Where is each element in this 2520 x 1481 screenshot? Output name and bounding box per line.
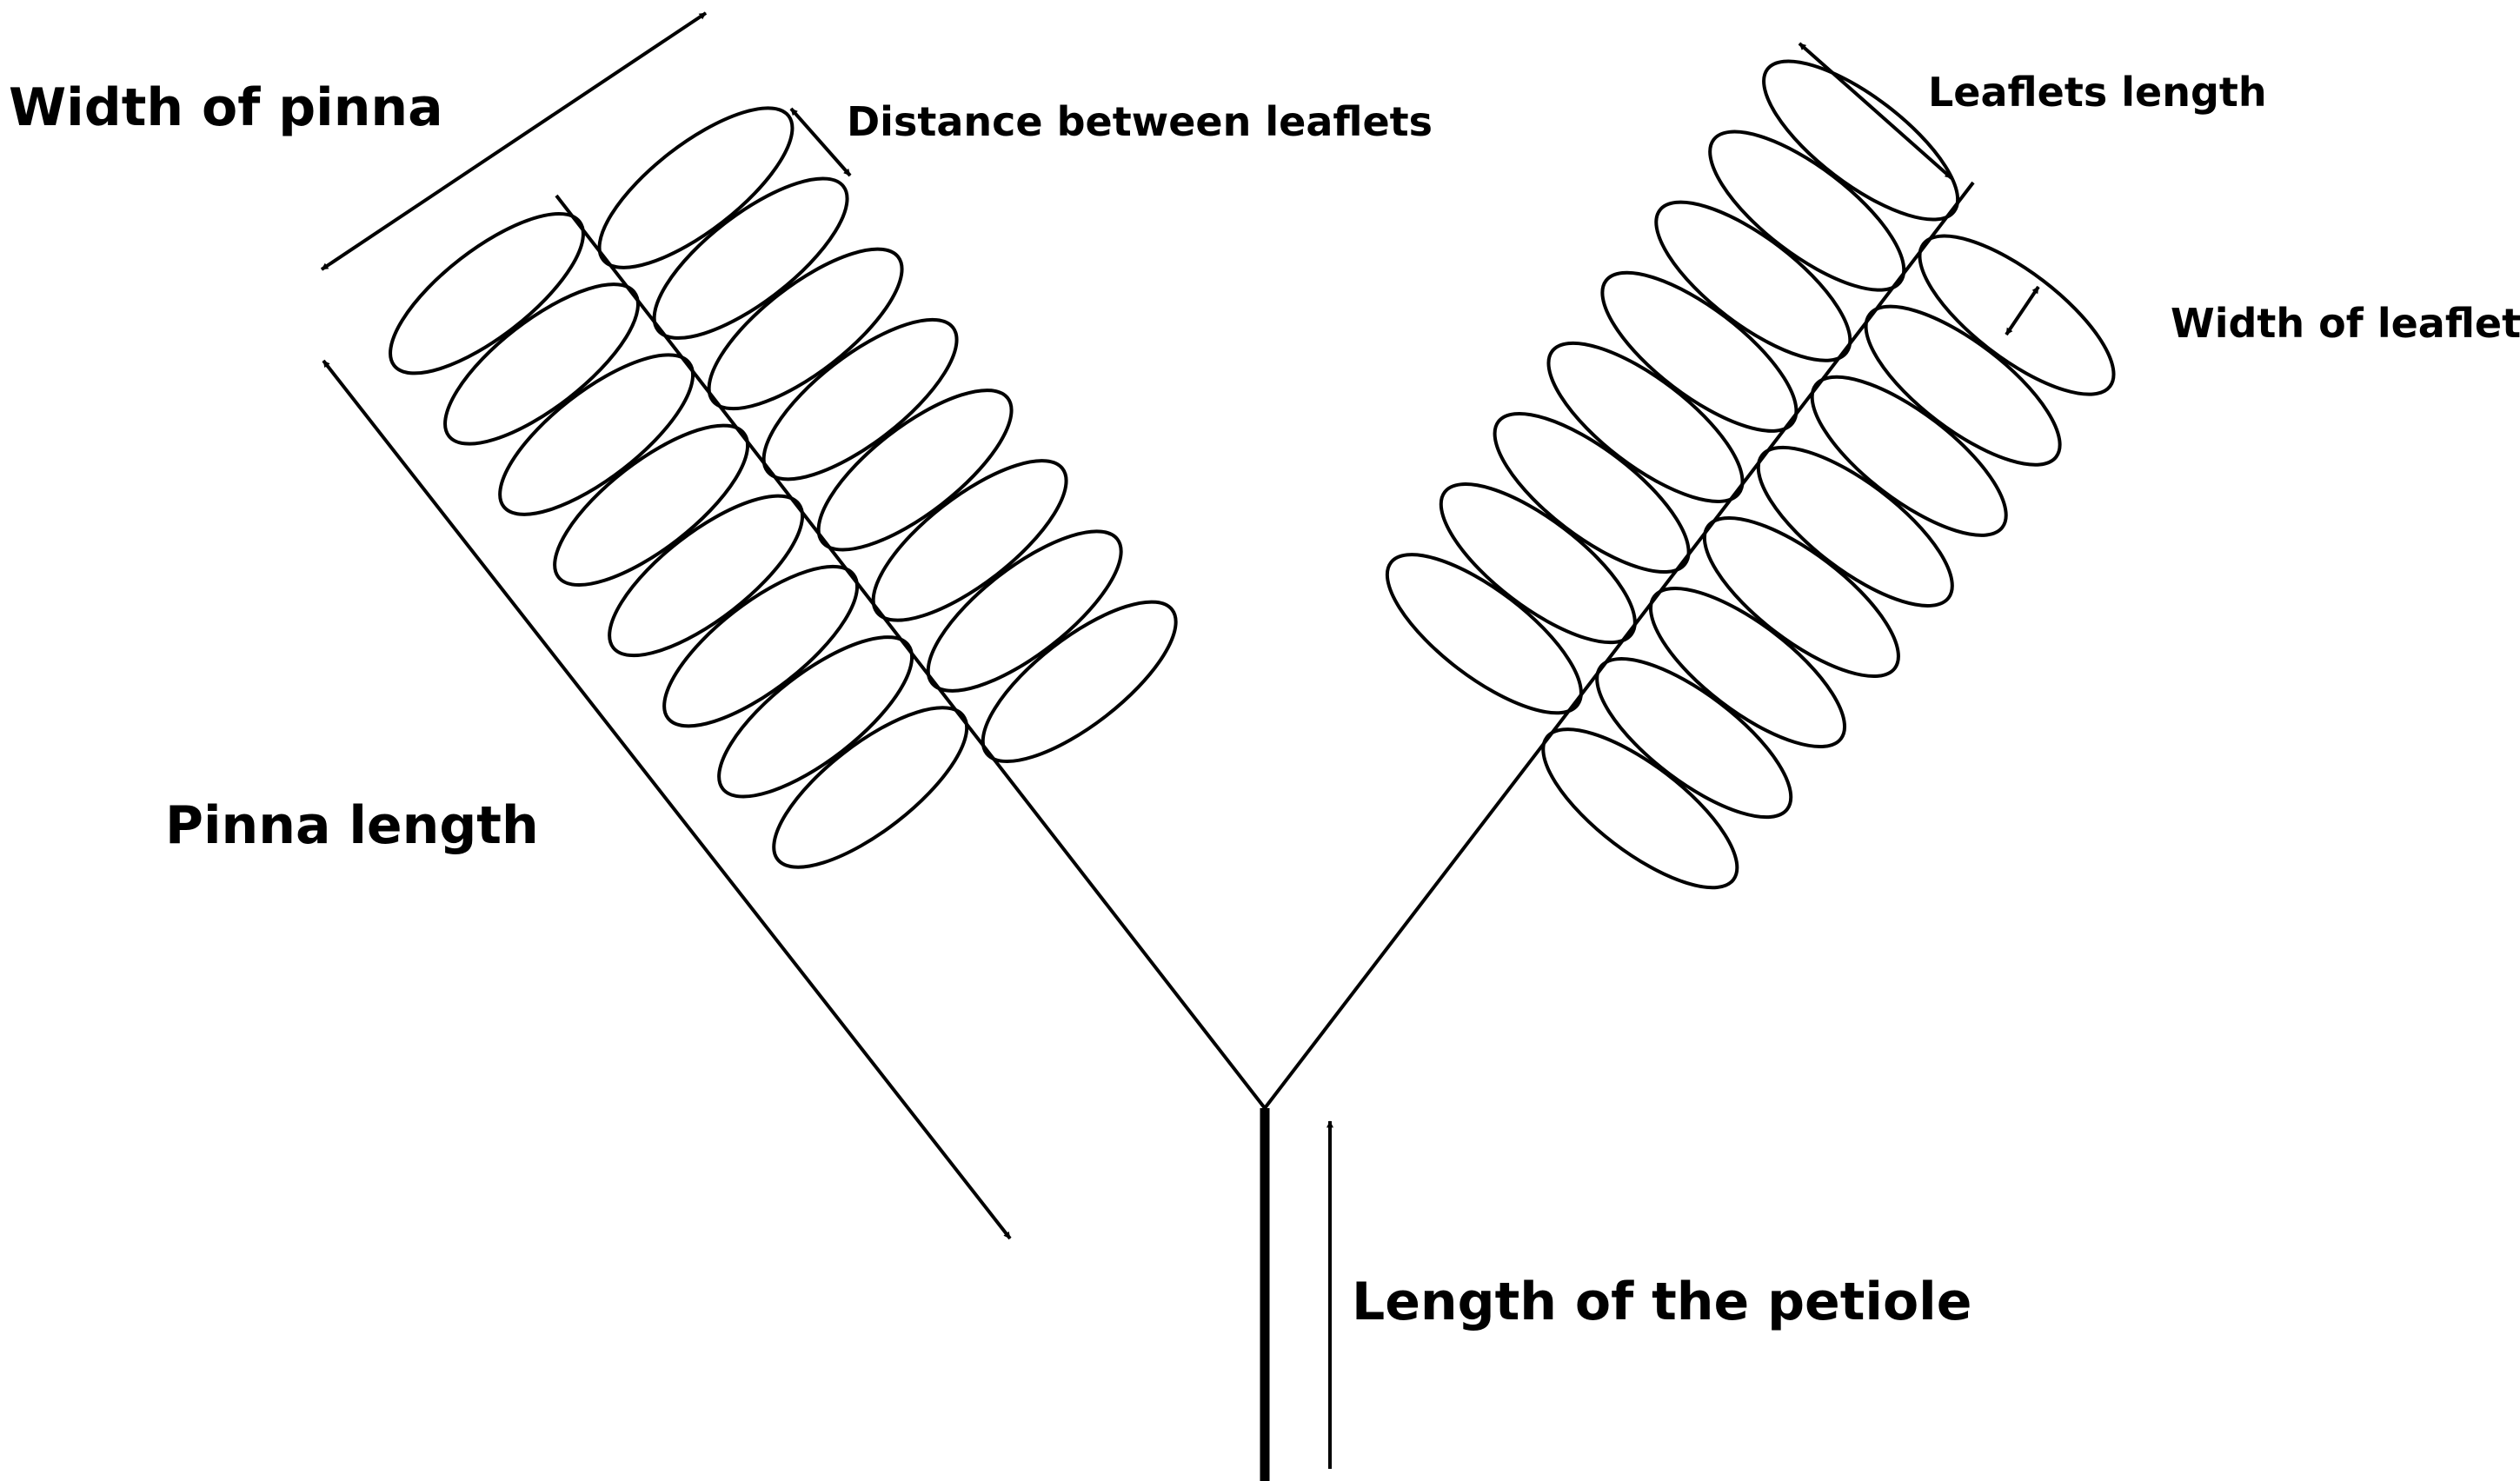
length-of-petiole-label: Length of the petiole (1352, 1272, 1972, 1332)
pinna-length-label: Pinna length (165, 795, 539, 856)
right-rachis (1263, 181, 1975, 1110)
leaflet (608, 494, 805, 658)
leaflet (1762, 59, 1960, 222)
leaflet (1918, 234, 2116, 396)
leaflet (926, 529, 1123, 693)
width-of-pinna-arrow (320, 11, 708, 271)
leaflet (772, 706, 969, 869)
leaflet (597, 106, 795, 269)
width-of-pinna-label: Width of pinna (9, 77, 443, 138)
leaflets-length-label: Leaflets length (1928, 69, 2267, 116)
leaflet (1756, 445, 1954, 608)
leaflet (707, 247, 904, 411)
leaflet (1385, 553, 1583, 715)
leaflet (1493, 411, 1691, 574)
leaflet (1708, 130, 1906, 292)
leaflet (652, 176, 849, 340)
leaflet (1595, 657, 1793, 820)
leaflet (662, 564, 860, 728)
distance-between-leaflets-arrow (789, 107, 852, 177)
leaflet (1541, 727, 1739, 890)
leaflet (498, 353, 695, 516)
right-pinna-leaflets (1385, 59, 2116, 890)
leaflet (1864, 304, 2062, 467)
leaflet (1702, 515, 1900, 679)
leaflet (1648, 586, 1847, 749)
leaflet (816, 389, 1014, 552)
leaflet (1600, 270, 1799, 433)
distance-between-leaflets-label: Distance between leaflets (847, 98, 1433, 145)
leaflet (1654, 200, 1852, 362)
leaflet (717, 635, 914, 799)
leaflet (761, 317, 959, 481)
leaflet (1439, 482, 1637, 645)
leaflet (871, 459, 1068, 622)
width-of-leaflets-arrow (2005, 285, 2040, 336)
leaflet (1810, 375, 2008, 537)
width-of-leaflets-label: Width of leaflets (2171, 300, 2520, 347)
leaflet (389, 211, 585, 375)
leaflet (443, 282, 640, 446)
leaflet (981, 600, 1178, 764)
leaflet (553, 423, 750, 588)
leaflets-length-arrow (1798, 42, 1953, 180)
pinna-length-arrow (322, 359, 1012, 1240)
leaflet (1546, 341, 1745, 503)
